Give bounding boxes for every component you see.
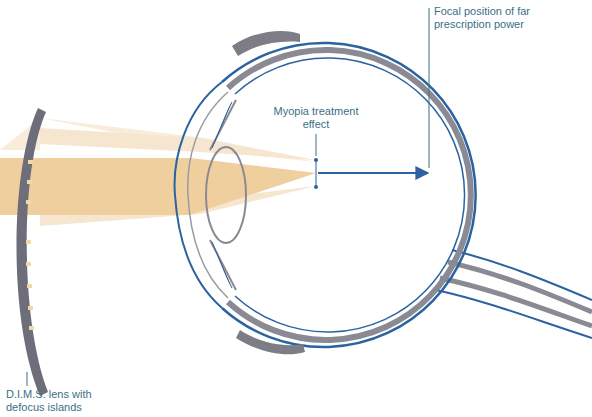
eyeball [175,43,476,347]
label-box: Myopia treatment effect [270,105,362,131]
focal-marks [314,158,428,189]
callout-label: Focal position of far prescription power [434,5,554,31]
crystalline-lens [206,100,246,290]
callout-label: Myopia treatment effect [270,105,362,131]
label-box: Focal position of far prescription power [434,5,554,31]
leader-lines [27,8,429,386]
dims-lens [17,108,49,396]
eye-muscles [232,31,305,354]
label-box: D.I.M.S. lens with defocus islands [6,388,126,414]
callout-label: D.I.M.S. lens with defocus islands [6,388,126,414]
light-beams [0,118,316,226]
